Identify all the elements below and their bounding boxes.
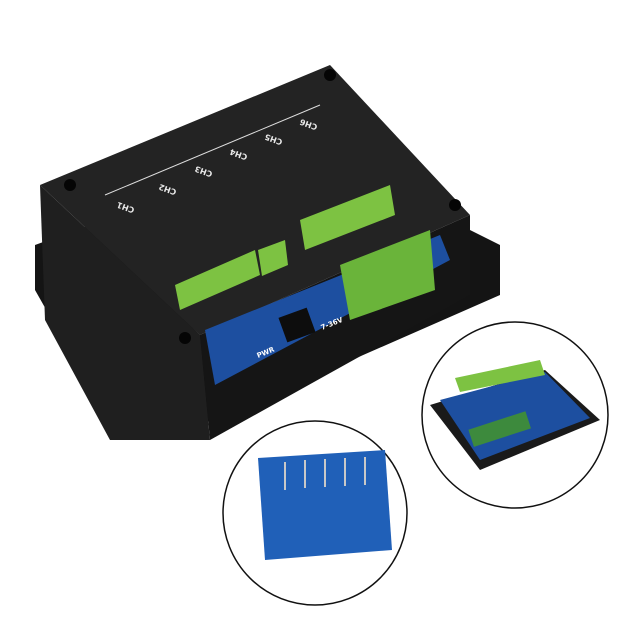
screw-hole: [179, 332, 191, 344]
terminal-block-right: [300, 185, 395, 250]
enclosure-top: [40, 65, 470, 335]
terminal-block-power: [258, 240, 288, 276]
screw-hole: [64, 179, 76, 191]
screw-hole: [449, 199, 461, 211]
terminal-block-left: [175, 250, 260, 310]
dc-jack: [278, 307, 316, 343]
enclosure-front: [40, 185, 210, 440]
inset-pcb-bottom-view: [222, 420, 408, 606]
terminal-block-front: [340, 230, 435, 320]
inset-pcb-top-view: [421, 321, 609, 509]
relay-output-row: [104, 104, 321, 196]
screw-hole: [324, 69, 336, 81]
